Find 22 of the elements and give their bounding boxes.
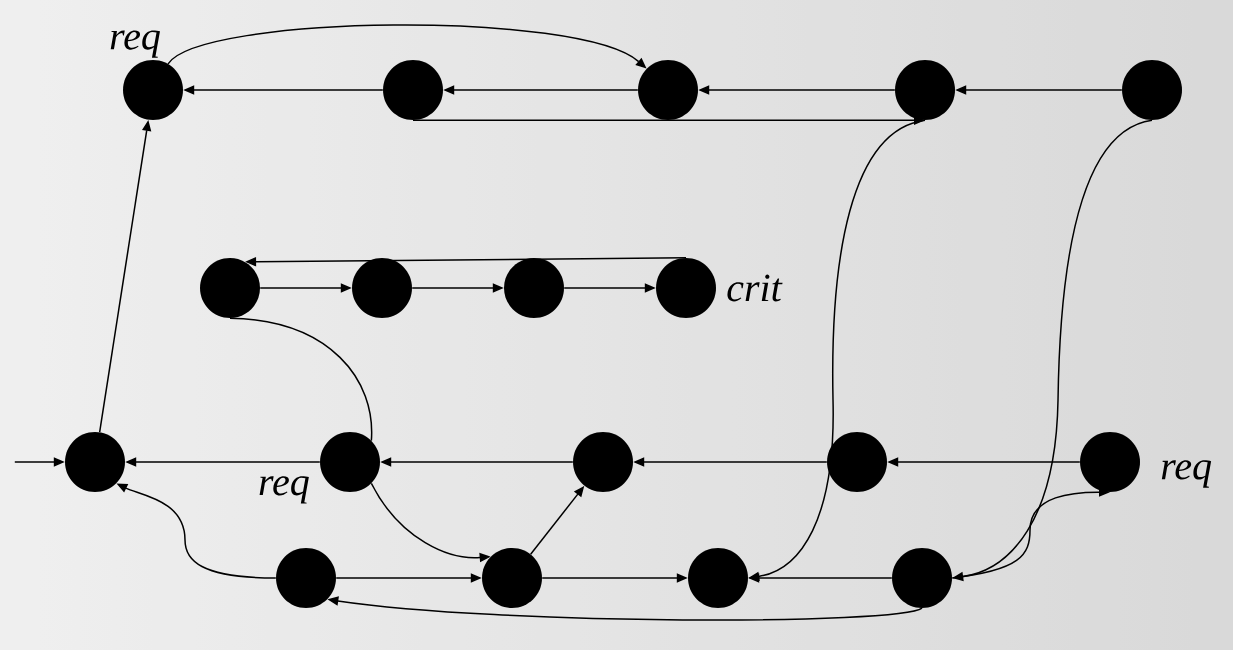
node-label: crit <box>727 274 783 302</box>
node-circle <box>320 432 380 492</box>
node-circle <box>352 258 412 318</box>
node-circle <box>688 548 748 608</box>
node-circle <box>383 60 443 120</box>
node-circle <box>1080 432 1140 492</box>
node-circle <box>656 258 716 318</box>
node-circle <box>200 258 260 318</box>
node-circle <box>276 548 336 608</box>
node-circle <box>827 432 887 492</box>
node-label: req <box>259 476 309 504</box>
node-circle <box>573 432 633 492</box>
node-circle <box>482 548 542 608</box>
node-circle <box>638 60 698 120</box>
node-label: req <box>110 30 160 58</box>
node-circle <box>892 548 952 608</box>
node-circle <box>123 60 183 120</box>
node-circle <box>1122 60 1182 120</box>
node-circle <box>65 432 125 492</box>
node-label: req <box>1161 460 1212 488</box>
node-circle <box>504 258 564 318</box>
node-circle <box>895 60 955 120</box>
